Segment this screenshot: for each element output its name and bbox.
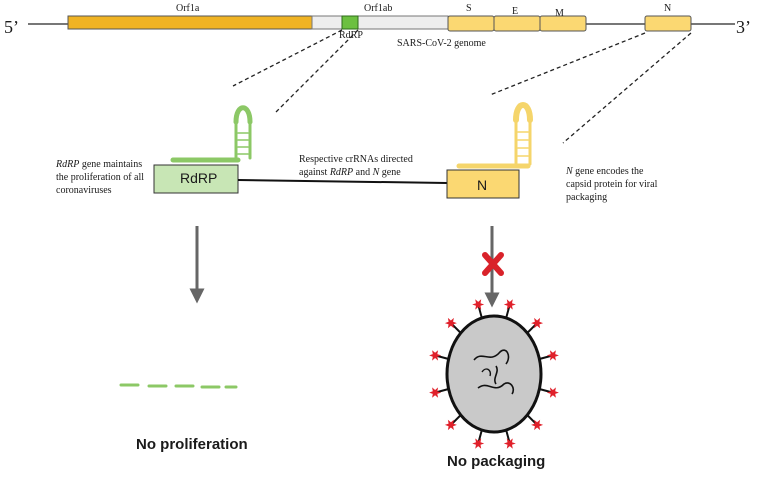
n-note-gene: N [566,166,573,177]
virus-spike-head [531,419,544,431]
center-note-line2: against RdRP and N gene [299,167,401,178]
three-prime-label: 3’ [736,17,751,37]
segment-s [447,15,495,32]
virus-spike-head [429,350,442,361]
no-packaging-result: No packaging [447,453,546,470]
five-prime-label: 5’ [4,17,19,37]
n-note-text: gene encodes the capsid protein for vira… [566,166,658,203]
segment-rdrp [341,15,359,30]
rdrp-note-text: gene maintains the proliferation of all … [56,159,145,196]
virus-spike-head [472,438,485,449]
center-note-n: N [372,167,380,178]
orf1a-label: Orf1a [176,3,200,14]
segment-orf1a [67,15,313,30]
s-label: S [466,3,472,14]
segment-e [493,15,541,32]
rdrp-box-label: RdRP [180,170,218,186]
orf1ab-label: Orf1ab [364,3,393,14]
n-target-box [446,169,520,199]
center-note-rdrp: RdRP [329,167,354,178]
center-note-line1: Respective crRNAs directed [299,154,413,165]
n-segment-label: N [664,3,672,14]
rdrp-note: RdRP gene maintains the proliferation of… [56,158,154,197]
n-box-label: N [477,177,488,193]
virus-spike-head [546,387,559,398]
zoom-line-n-left [489,32,646,96]
virus-spike-head [444,419,457,431]
rdrp-crrna [170,105,253,163]
m-label: M [555,8,564,19]
segment-n [644,15,692,32]
rdrp-segment-label: RdRP [339,30,363,41]
n-crrna [456,102,533,169]
virus-spike-head [503,299,516,310]
segment-orf1ab [311,15,449,30]
virus-spike-head [472,299,485,310]
virus-particle-icon [429,299,559,449]
virus-spike-head [503,438,516,449]
segment-m [539,15,587,32]
blocked-cross-icon [482,252,504,276]
n-note: N gene encodes the capsid protein for vi… [566,165,670,204]
e-label: E [512,6,519,17]
virus-spike-head [546,350,559,361]
rdrp-note-gene: RdRP [56,159,80,170]
virus-spike-head [429,387,442,398]
center-note: Respective crRNAs directed against RdRP … [299,153,459,179]
zoom-line-rdrp-left [232,29,343,87]
degraded-rna-fragments [119,383,238,389]
zoom-line-rdrp-right [275,29,359,113]
virus-spike-head [444,317,457,329]
rdrp-target-box [153,164,239,194]
target-linker [237,179,448,184]
genome-caption: SARS-CoV-2 genome [397,38,486,49]
zoom-line-n-right [562,32,692,144]
no-proliferation-result: No proliferation [136,436,248,453]
virus-spike-head [531,317,544,329]
